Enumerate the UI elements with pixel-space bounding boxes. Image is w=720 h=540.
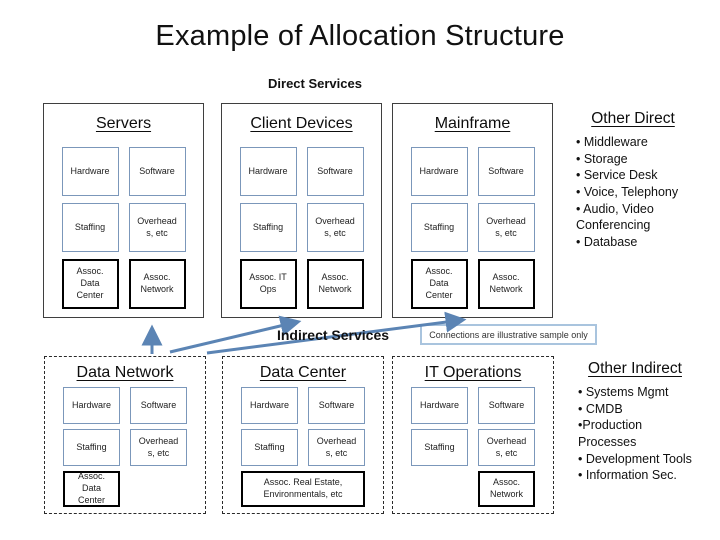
list-item: • Systems Mgmt xyxy=(578,385,669,399)
cell-hardware: Hardware xyxy=(241,387,298,424)
cell-hardware: Hardware xyxy=(63,387,120,424)
cost-grid: Hardware Software Staffing Overheads, et… xyxy=(223,387,383,507)
box-title: Client Devices xyxy=(250,115,353,132)
connections-note: Connections are illustrative sample only xyxy=(420,324,597,345)
other-indirect-title: Other Indirect xyxy=(588,360,682,377)
indirect-box-data-center: Data Center Hardware Software Staffing O… xyxy=(222,356,384,514)
box-title: Servers xyxy=(95,115,152,132)
cost-grid: Hardware Software Staffing Overheads, et… xyxy=(393,387,553,507)
cell-overheads: Overheads, etc xyxy=(130,429,187,466)
box-title: IT Operations xyxy=(424,364,522,381)
cell-hardware: Hardware xyxy=(410,147,468,196)
list-item: •Production Processes xyxy=(578,418,643,449)
cell-assoc-it-ops: Assoc. IT Ops xyxy=(239,259,297,309)
cost-grid: Hardware Software Staffing Overheads, et… xyxy=(393,147,552,309)
list-item: • Development Tools xyxy=(578,451,692,466)
other-direct-list: Other Direct • Middleware • Storage • Se… xyxy=(576,110,690,250)
list-item: • Storage xyxy=(576,151,628,166)
cell-hardware: Hardware xyxy=(239,147,297,196)
cell-software: Software xyxy=(306,147,364,196)
slide-title: Example of Allocation Structure xyxy=(155,20,565,52)
cell-hardware: Hardware xyxy=(411,387,468,424)
other-indirect-list: Other Indirect • Systems Mgmt • CMDB •Pr… xyxy=(578,360,692,484)
cell-software: Software xyxy=(478,387,535,424)
cell-software: Software xyxy=(477,147,535,196)
cell-assoc-network: Assoc. Network xyxy=(477,259,535,309)
cell-overheads: Overheads, etc xyxy=(308,429,365,466)
cell-overheads: Overheads, etc xyxy=(128,203,186,252)
cell-assoc-data-center: Assoc. Data Center xyxy=(410,259,468,309)
cost-grid: Hardware Software Staffing Overheads, et… xyxy=(45,387,205,507)
direct-box-mainframe: Mainframe Hardware Software Staffing Ove… xyxy=(392,103,553,318)
cell-overheads: Overheads, etc xyxy=(306,203,364,252)
list-item: • Audio, Video Conferencing xyxy=(576,201,654,233)
list-item: • Middleware xyxy=(576,135,648,149)
cell-staffing: Staffing xyxy=(61,203,119,252)
cell-assoc-data-center: Assoc. Data Center xyxy=(61,259,119,309)
other-direct-title: Other Direct xyxy=(591,110,675,127)
cell-software: Software xyxy=(128,147,186,196)
cell-assoc-network: Assoc. Network xyxy=(128,259,186,309)
direct-box-client-devices: Client Devices Hardware Software Staffin… xyxy=(221,103,382,318)
cell-software: Software xyxy=(308,387,365,424)
cell-software: Software xyxy=(130,387,187,424)
cell-assoc-data-center: Assoc. Data Center xyxy=(63,471,120,507)
cell-staffing: Staffing xyxy=(411,429,468,466)
list-item: • Voice, Telephony xyxy=(576,184,679,199)
cell-staffing: Staffing xyxy=(410,203,468,252)
cell-assoc-network: Assoc. Network xyxy=(478,471,535,507)
cell-hardware: Hardware xyxy=(61,147,119,196)
cell-staffing: Staffing xyxy=(239,203,297,252)
cell-overheads: Overheads, etc xyxy=(477,203,535,252)
box-title: Data Center xyxy=(259,364,347,381)
cell-overheads: Overheads, etc xyxy=(478,429,535,466)
direct-box-servers: Servers Hardware Software Staffing Overh… xyxy=(43,103,204,318)
indirect-services-label: Indirect Services xyxy=(276,327,390,343)
list-item: • Information Sec. xyxy=(578,468,677,483)
cell-assoc-network: Assoc. Network xyxy=(306,259,364,309)
indirect-box-data-network: Data Network Hardware Software Staffing … xyxy=(44,356,206,514)
cell-staffing: Staffing xyxy=(241,429,298,466)
list-item: • CMDB xyxy=(578,401,623,416)
direct-services-label: Direct Services xyxy=(268,76,362,91)
list-item: • Service Desk xyxy=(576,168,658,183)
cell-staffing: Staffing xyxy=(63,429,120,466)
cell-assoc-real-estate: Assoc. Real Estate, Environmentals, etc xyxy=(241,471,365,507)
box-title: Mainframe xyxy=(434,115,511,132)
cost-grid: Hardware Software Staffing Overheads, et… xyxy=(222,147,381,309)
box-title: Data Network xyxy=(76,364,174,381)
list-item: • Database xyxy=(576,234,638,249)
indirect-box-it-operations: IT Operations Hardware Software Staffing… xyxy=(392,356,554,514)
cost-grid: Hardware Software Staffing Overheads, et… xyxy=(44,147,203,309)
